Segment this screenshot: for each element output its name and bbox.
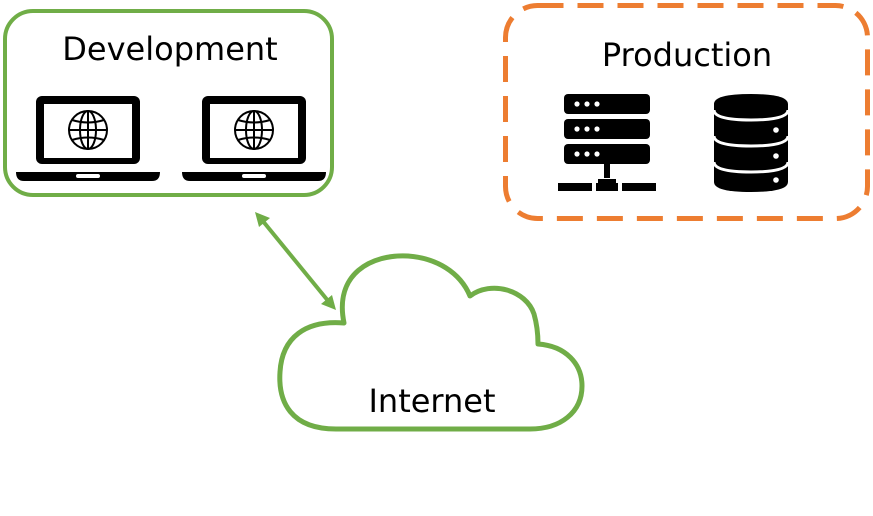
development-label: Development <box>62 30 278 68</box>
laptop-globe-icon <box>182 96 326 181</box>
database-icon <box>712 94 790 192</box>
cloud-icon <box>277 253 585 432</box>
development-group <box>3 9 334 197</box>
internet-label: Internet <box>368 382 496 420</box>
connection-arrow <box>255 212 336 310</box>
laptop-globe-icon <box>16 96 160 181</box>
server-rack-icon <box>558 94 656 191</box>
production-group <box>503 3 870 221</box>
production-label: Production <box>601 36 773 74</box>
